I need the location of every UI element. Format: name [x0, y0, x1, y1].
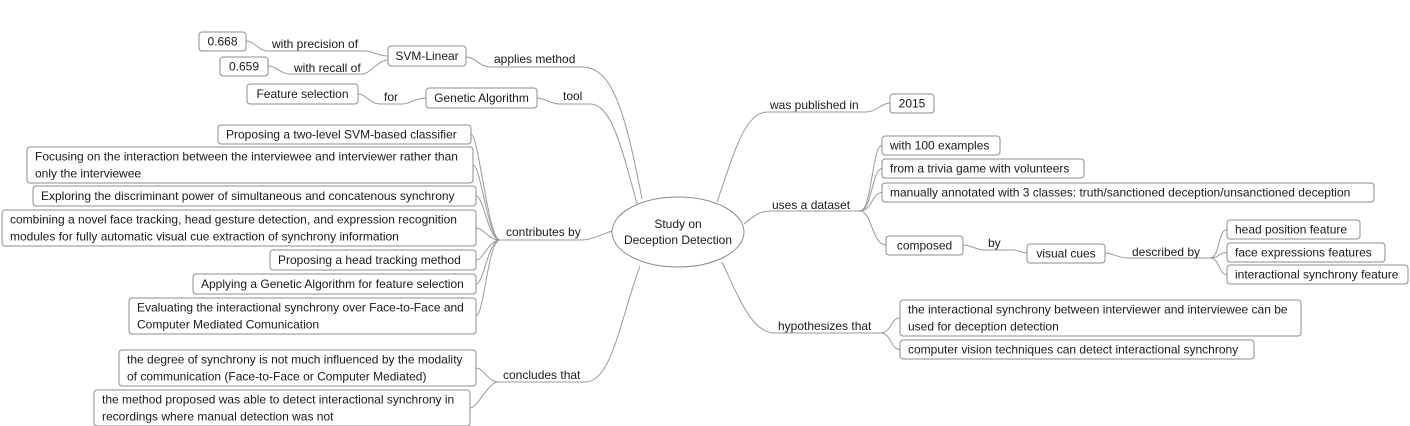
- node-contribution-6: Applying a Genetic Algorithm for feature…: [192, 273, 477, 295]
- node-contribution-7-text: Computer Mediated Comunication: [137, 318, 319, 332]
- node-contribution-2-text: only the interviewee: [35, 167, 141, 181]
- node-visual-cues: visual cues: [1026, 243, 1106, 264]
- edge-label-precision: with precision of: [271, 37, 359, 51]
- node-feature-selection: Feature selection: [246, 83, 359, 105]
- node-composed: composed: [885, 235, 964, 256]
- node-hypothesis-2-text: computer vision techniques can detect in…: [908, 343, 1238, 357]
- node-genetic-algorithm-text: Genetic Algorithm: [434, 91, 529, 105]
- node-contribution-4: combining a novel face tracking, head ge…: [1, 209, 477, 247]
- node-contribution-4-text: modules for fully automatic visual cue e…: [10, 230, 399, 244]
- node-genetic-algorithm: Genetic Algorithm: [425, 87, 538, 109]
- node-recall-value-text: 0.659: [229, 60, 259, 74]
- branch-label-hypothesizes: hypothesizes that: [778, 319, 872, 333]
- edge-label-described-by: described by: [1132, 245, 1200, 259]
- edge-label-by: by: [988, 236, 1001, 250]
- node-hypothesis-1-text: the interactional synchrony between inte…: [908, 303, 1288, 317]
- node-feature-3: interactional synchrony feature: [1226, 264, 1409, 285]
- node-year: 2015: [889, 93, 935, 114]
- node-contribution-6-text: Applying a Genetic Algorithm for feature…: [201, 277, 464, 291]
- node-contribution-3-text: Exploring the discriminant power of simu…: [41, 189, 455, 203]
- edge-label-for: for: [384, 90, 398, 104]
- node-visual-cues-text: visual cues: [1036, 247, 1095, 261]
- node-dataset-3: manually annotated with 3 classes: truth…: [881, 182, 1375, 203]
- node-conclusion-2: the method proposed was able to detect i…: [93, 389, 471, 426]
- node-feature-2-text: face expressions features: [1235, 246, 1372, 260]
- node-conclusion-1-text: the degree of synchrony is not much infl…: [127, 353, 463, 367]
- node-conclusion-2-text: the method proposed was able to detect i…: [102, 393, 454, 407]
- node-contribution-2-text: Focusing on the interaction between the …: [35, 150, 458, 164]
- node-feature-3-text: interactional synchrony feature: [1235, 268, 1399, 282]
- node-contribution-7: Evaluating the interactional synchrony o…: [128, 297, 477, 335]
- branch-label-contributes-by: contributes by: [506, 225, 581, 239]
- node-contribution-5: Proposing a head tracking method: [269, 249, 477, 271]
- node-composed-text: composed: [897, 239, 952, 253]
- node-svm-linear-text: SVM-Linear: [395, 49, 458, 63]
- node-feature-1: head position feature: [1226, 219, 1361, 240]
- branch-label-uses-dataset: uses a dataset: [772, 198, 851, 212]
- edge-label-recall: with recall of: [293, 61, 361, 75]
- node-dataset-2: from a trivia game with volunteers: [881, 158, 1085, 179]
- node-dataset-3-text: manually annotated with 3 classes: truth…: [890, 186, 1350, 200]
- node-dataset-2-text: from a trivia game with volunteers: [890, 162, 1069, 176]
- central-topic-line2: Deception Detection: [624, 233, 732, 247]
- node-feature-selection-text: Feature selection: [256, 87, 348, 101]
- central-topic: Study on Deception Detection: [611, 196, 745, 268]
- branch-label-published: was published in: [769, 98, 859, 112]
- node-conclusion-1: the degree of synchrony is not much infl…: [118, 349, 477, 387]
- node-hypothesis-1-text: used for deception detection: [908, 320, 1059, 334]
- node-dataset-1: with 100 examples: [881, 135, 1001, 156]
- node-contribution-3: Exploring the discriminant power of simu…: [32, 185, 477, 207]
- node-recall-value: 0.659: [219, 56, 269, 77]
- node-svm-linear: SVM-Linear: [387, 45, 467, 67]
- node-contribution-1-text: Proposing a two-level SVM-based classifi…: [226, 128, 457, 142]
- node-conclusion-2-text: recordings where manual detection was no…: [102, 410, 334, 424]
- node-contribution-7-text: Evaluating the interactional synchrony o…: [137, 301, 464, 315]
- node-hypothesis-1: the interactional synchrony between inte…: [899, 299, 1302, 337]
- node-contribution-1: Proposing a two-level SVM-based classifi…: [217, 124, 472, 145]
- branch-label-tool: tool: [563, 89, 582, 103]
- node-feature-2: face expressions features: [1226, 242, 1386, 263]
- node-feature-1-text: head position feature: [1235, 223, 1347, 237]
- node-contribution-5-text: Proposing a head tracking method: [278, 253, 461, 267]
- node-conclusion-1-text: of communication (Face-to-Face or Comput…: [127, 370, 426, 384]
- node-year-text: 2015: [899, 97, 926, 111]
- branch-label-concludes-that: concludes that: [503, 368, 581, 382]
- node-dataset-1-text: with 100 examples: [889, 139, 989, 153]
- branch-label-applies-method: applies method: [494, 52, 575, 66]
- node-precision-value: 0.668: [198, 31, 247, 52]
- central-topic-line1: Study on: [654, 217, 701, 231]
- node-contribution-4-text: combining a novel face tracking, head ge…: [10, 213, 457, 227]
- node-contribution-2: Focusing on the interaction between the …: [26, 146, 474, 184]
- node-precision-value-text: 0.668: [207, 35, 237, 49]
- node-hypothesis-2: computer vision techniques can detect in…: [899, 339, 1255, 360]
